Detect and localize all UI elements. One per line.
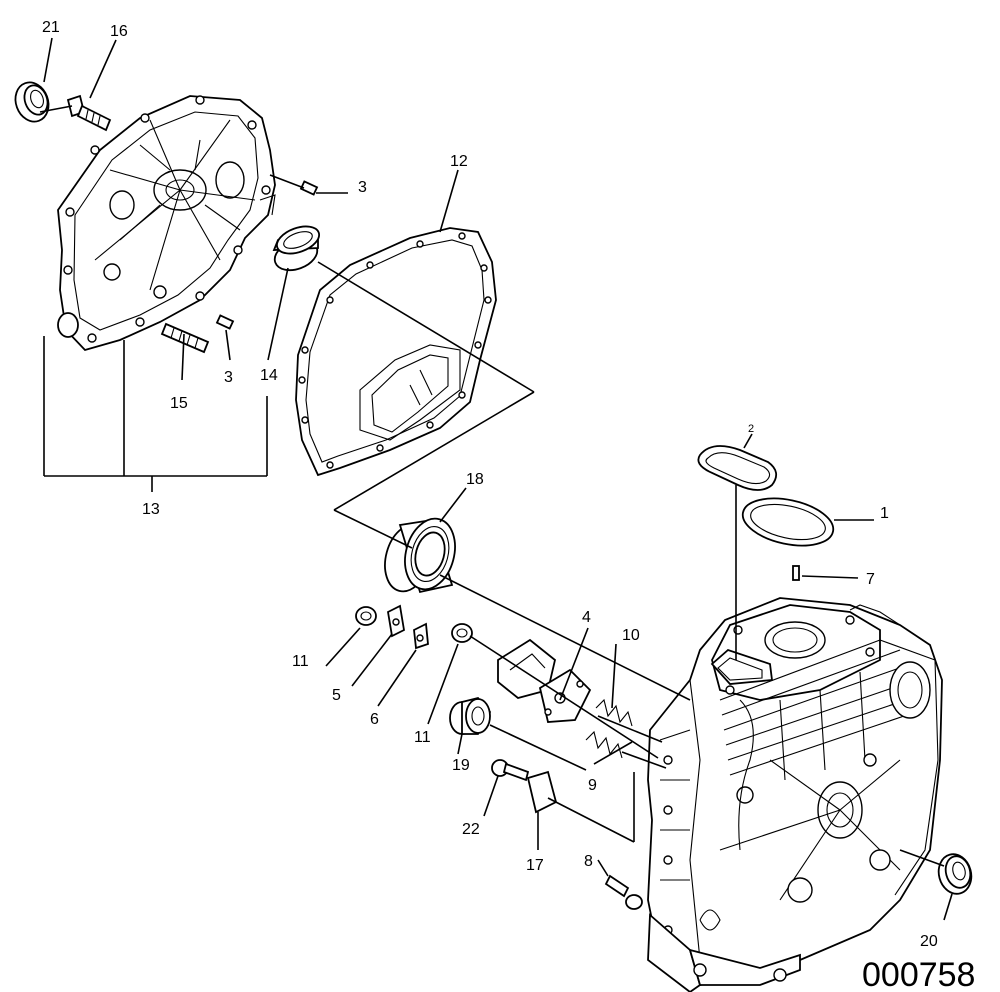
spring-9 bbox=[585, 730, 623, 759]
oil-seal-20 bbox=[937, 853, 973, 895]
bushing-14 bbox=[272, 225, 320, 272]
callout-21: 21 bbox=[42, 19, 60, 36]
washer-6 bbox=[413, 622, 429, 650]
crankcase-cover bbox=[57, 95, 276, 352]
breather-cover-4 bbox=[497, 638, 592, 723]
ball-bearing-18 bbox=[384, 517, 456, 594]
callout-11-right: 11 bbox=[414, 729, 431, 746]
bolt-22 bbox=[491, 759, 530, 782]
bolt-16 bbox=[66, 94, 112, 132]
bushing-19 bbox=[449, 696, 492, 735]
callout-9: 9 bbox=[588, 777, 597, 794]
callout-19: 19 bbox=[452, 757, 470, 774]
crankcase-block bbox=[647, 597, 943, 992]
callout-6: 6 bbox=[370, 711, 379, 728]
nut-11-left bbox=[355, 606, 377, 626]
leader-lines bbox=[39, 37, 953, 921]
callout-1: 1 bbox=[880, 505, 889, 522]
callout-8: 8 bbox=[584, 853, 593, 870]
oil-seal-21 bbox=[14, 81, 50, 123]
callout-22: 22 bbox=[462, 821, 480, 838]
callout-15: 15 bbox=[170, 395, 188, 412]
callout-5: 5 bbox=[332, 687, 341, 704]
ring-gasket-1 bbox=[741, 497, 835, 547]
callout-3-upper: 3 bbox=[358, 179, 367, 196]
callout-labels: 1 2 3 3 4 5 6 7 8 9 10 11 11 12 13 14 15… bbox=[42, 19, 975, 992]
dowel-pin-3-lower bbox=[215, 314, 235, 330]
callout-16: 16 bbox=[110, 23, 128, 40]
washer-5 bbox=[387, 604, 405, 638]
pin-7 bbox=[792, 565, 800, 581]
callout-7: 7 bbox=[866, 571, 875, 588]
callout-20: 20 bbox=[920, 933, 938, 950]
callout-17: 17 bbox=[526, 857, 544, 874]
callout-12: 12 bbox=[450, 153, 468, 170]
dowel-pin-3-upper bbox=[299, 180, 319, 196]
stud-15 bbox=[160, 322, 210, 354]
callout-11-left: 11 bbox=[292, 653, 309, 670]
callout-13: 13 bbox=[142, 501, 160, 518]
callout-18: 18 bbox=[466, 471, 484, 488]
drawing-number: 000758 bbox=[862, 956, 975, 992]
callout-3-lower: 3 bbox=[224, 369, 233, 386]
nut-11-right bbox=[451, 623, 473, 643]
callout-14: 14 bbox=[260, 367, 278, 384]
gasket-12 bbox=[295, 227, 497, 477]
bolt-8 bbox=[604, 874, 643, 910]
callout-10: 10 bbox=[622, 627, 640, 644]
callout-4: 4 bbox=[582, 609, 591, 626]
callout-2: 2 bbox=[748, 423, 754, 435]
spring-10 bbox=[595, 698, 633, 727]
o-ring-2 bbox=[697, 445, 778, 491]
plate-17 bbox=[526, 770, 558, 814]
